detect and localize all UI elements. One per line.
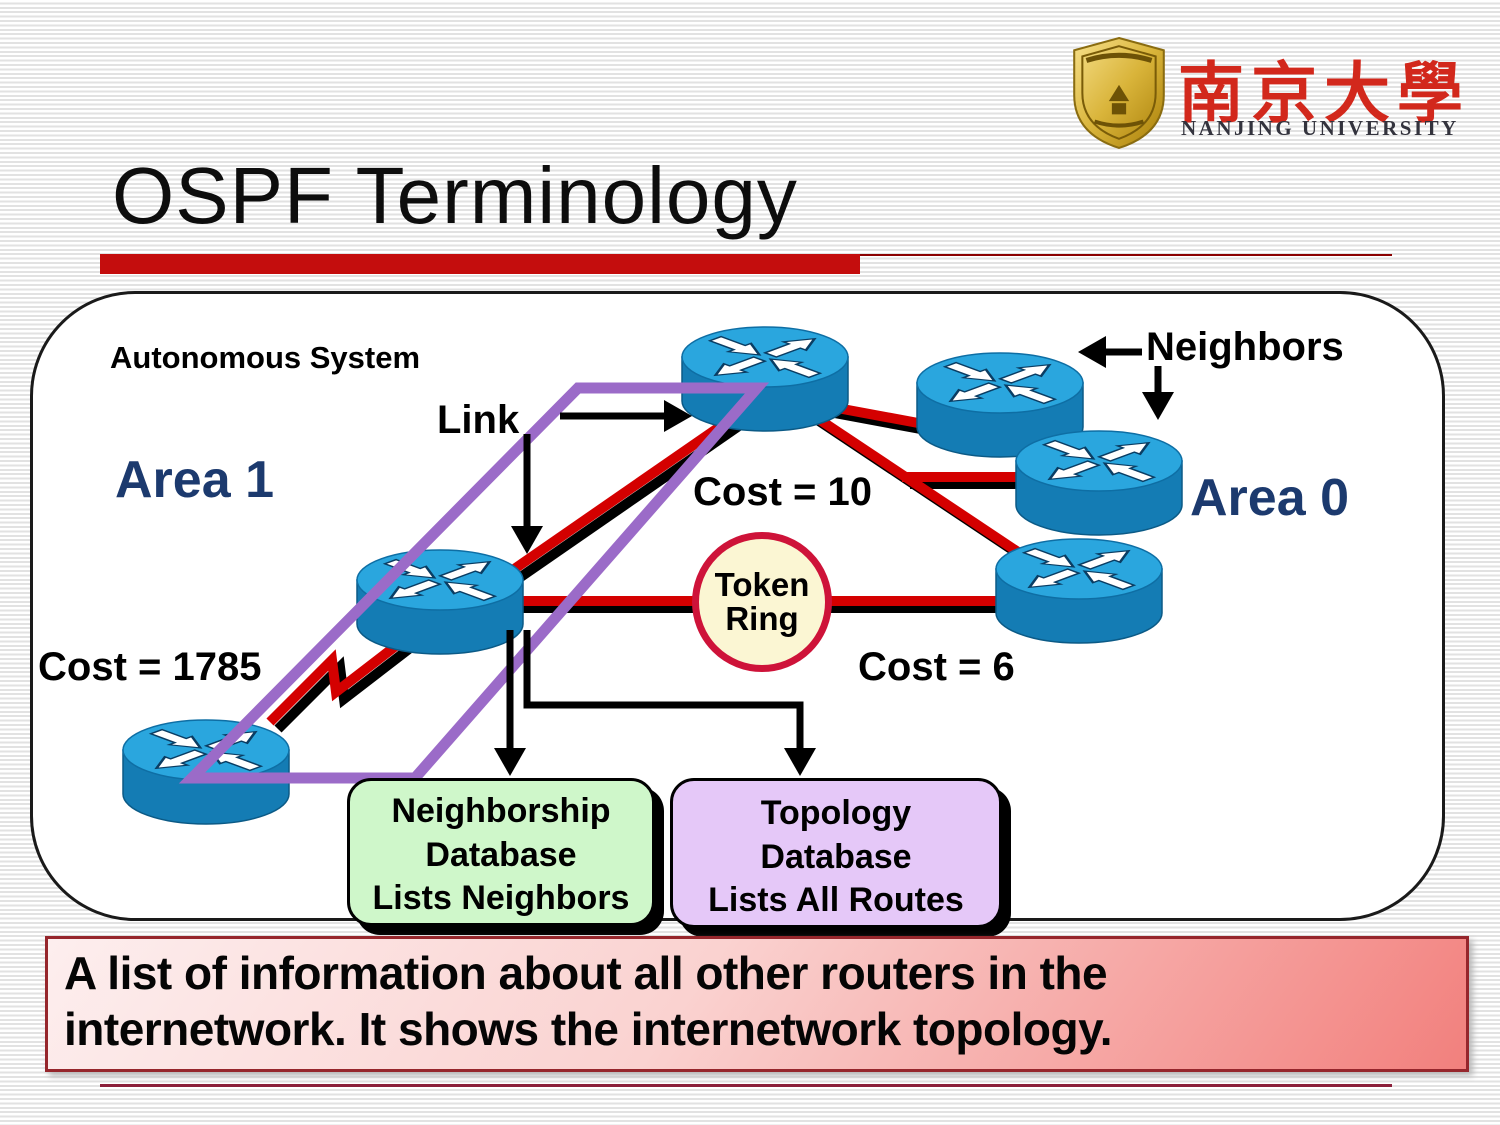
label-cost-10: Cost = 10 (693, 470, 872, 514)
label-link: Link (437, 398, 520, 442)
university-logo: 南京大學 NANJING UNIVERSITY (0, 0, 1500, 160)
footer-underline (100, 1084, 1392, 1087)
label-cost-6: Cost = 6 (858, 645, 1015, 689)
shield-banner (1085, 52, 1153, 63)
shield-inner-border (1081, 45, 1157, 140)
shield-tower-base (1111, 103, 1127, 115)
neighborship-box-line3: Lists Neighbors (372, 879, 630, 918)
token-ring-label-line2: Ring (725, 600, 799, 637)
token-ring-label-line1: Token (714, 565, 810, 603)
neighborship-box-line2: Database (425, 835, 577, 874)
university-name-chinese: 南京大學 (1178, 54, 1470, 132)
title-accent-line (860, 254, 1392, 256)
token-ring-node: Token Ring (692, 532, 832, 672)
label-autonomous-system: Autonomous System (110, 340, 421, 375)
university-name-english: NANJING UNIVERSITY (1181, 116, 1459, 140)
title-accent-bar (100, 254, 860, 274)
topology-box-line1: Topology (760, 794, 912, 833)
footer-note-line1: A list of information about all other ro… (64, 947, 1108, 999)
page-title: OSPF Terminology (112, 151, 798, 240)
footer-note-box: A list of information about all other ro… (45, 936, 1469, 1072)
shield-tower (1108, 84, 1130, 102)
label-cost-1785: Cost = 1785 (38, 645, 262, 689)
neighborship-box-line1: Neighborship (391, 792, 611, 831)
footer-note-line2: internetwork. It shows the internetwork … (64, 1003, 1113, 1056)
neighborship-database-box: Neighborship Database Lists Neighbors (347, 778, 655, 926)
university-shield-logo (1073, 36, 1165, 150)
topology-box-line3: Lists All Routes (708, 881, 964, 920)
label-neighbors: Neighbors (1146, 325, 1344, 369)
label-area-0: Area 0 (1190, 469, 1349, 527)
label-area-1: Area 1 (115, 451, 274, 509)
topology-database-box: Topology Database Lists All Routes (670, 778, 1002, 928)
topology-box-line2: Database (760, 837, 912, 876)
shield-base-line (1093, 119, 1145, 128)
